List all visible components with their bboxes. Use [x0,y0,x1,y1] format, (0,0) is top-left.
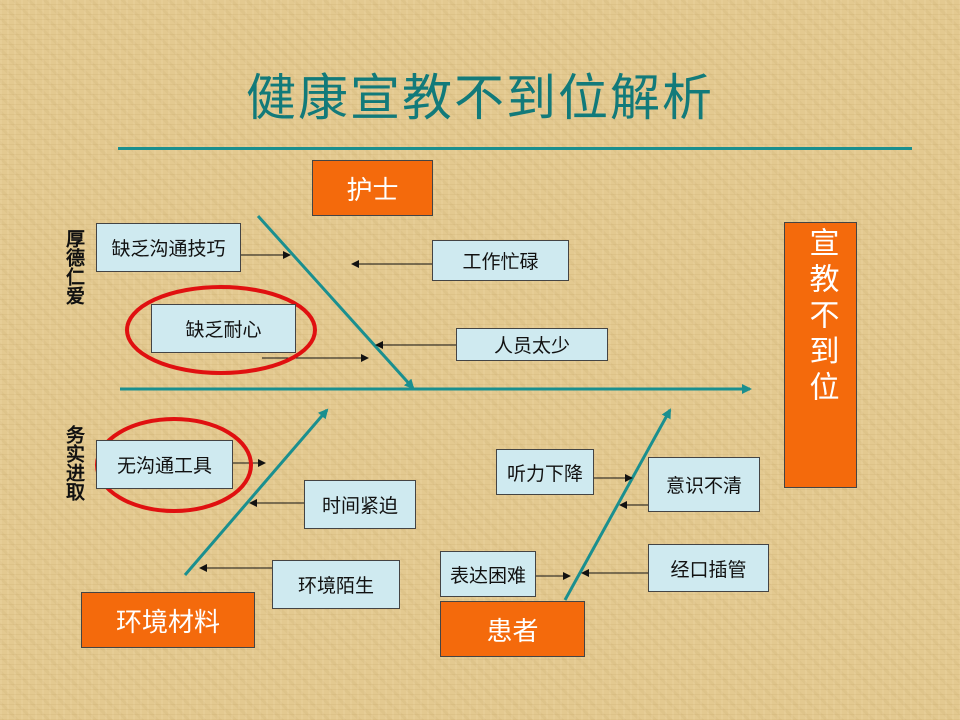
cause-unfamiliar-env: 环境陌生 [272,560,400,609]
cause-unclear-consciousness: 意识不清 [648,457,760,512]
title-divider [118,147,912,150]
effect-box: 宣教不到位 [784,222,857,488]
bone-nurse [256,214,415,390]
cause-time-pressure: 时间紧迫 [304,480,416,529]
cause-lack-patience: 缺乏耐心 [151,304,296,353]
category-nurse: 护士 [312,160,433,216]
category-patient: 患者 [440,601,585,657]
cause-hearing-loss: 听力下降 [496,449,594,495]
cause-lack-communication-skill: 缺乏沟通技巧 [96,223,241,272]
cause-speech-difficulty: 表达困难 [440,551,536,597]
cause-busy-work: 工作忙碌 [432,240,569,281]
highlight-circle-patience [125,285,317,375]
category-environment: 环境材料 [81,592,255,648]
bone-environment [183,408,329,576]
cause-understaffed: 人员太少 [456,328,608,361]
side-label-bottom: 务实进取 [63,425,85,501]
side-label-top: 厚德仁爱 [63,229,85,305]
cause-oral-intubation: 经口插管 [648,544,769,592]
cause-no-comm-tool: 无沟通工具 [96,440,233,489]
bone-patient [563,408,672,601]
page-title: 健康宣教不到位解析 [246,69,714,127]
